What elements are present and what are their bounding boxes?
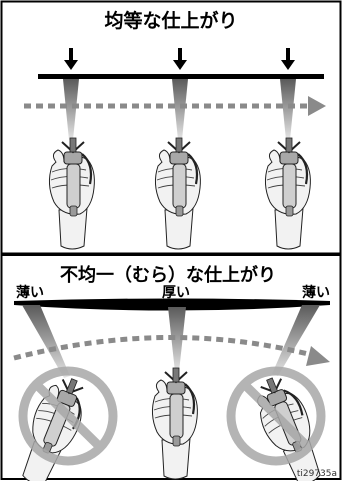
motion-arrow-head bbox=[308, 96, 326, 116]
uneven-surface bbox=[14, 298, 330, 311]
hand-icon bbox=[154, 136, 202, 251]
spray-fan bbox=[63, 79, 79, 140]
prohibition-icon bbox=[18, 366, 118, 466]
panel-title-uneven: 不均一（むら）な仕上がり bbox=[60, 264, 276, 286]
spray-fan bbox=[22, 305, 70, 378]
motion-arrow-icon bbox=[13, 335, 317, 361]
figure-id: ti29735a bbox=[297, 469, 337, 479]
panel-title-even: 均等な仕上がり bbox=[104, 9, 237, 32]
thin-label-left: 薄い bbox=[16, 284, 44, 301]
spray-fan bbox=[280, 79, 296, 140]
thick-label-center: 厚い bbox=[162, 285, 190, 301]
panel-even-finish: 均等な仕上がり bbox=[0, 0, 342, 255]
motion-arrow-head bbox=[306, 346, 330, 366]
down-arrow-icon bbox=[173, 48, 187, 70]
spray-fan bbox=[272, 305, 320, 376]
panel-uneven-finish: 不均一（むら）な仕上がり 薄い 厚い 薄い ti29735a bbox=[0, 254, 342, 481]
down-arrow-icon bbox=[64, 48, 78, 70]
surface-line bbox=[38, 74, 324, 79]
thin-label-right: 薄い bbox=[302, 284, 330, 301]
hand-icon bbox=[48, 136, 96, 251]
down-arrow-icon bbox=[281, 48, 295, 70]
prohibition-icon bbox=[226, 366, 326, 466]
spray-fan bbox=[172, 79, 188, 140]
spray-fan bbox=[168, 307, 186, 372]
hand-icon bbox=[264, 136, 312, 251]
hand-icon bbox=[151, 366, 199, 481]
